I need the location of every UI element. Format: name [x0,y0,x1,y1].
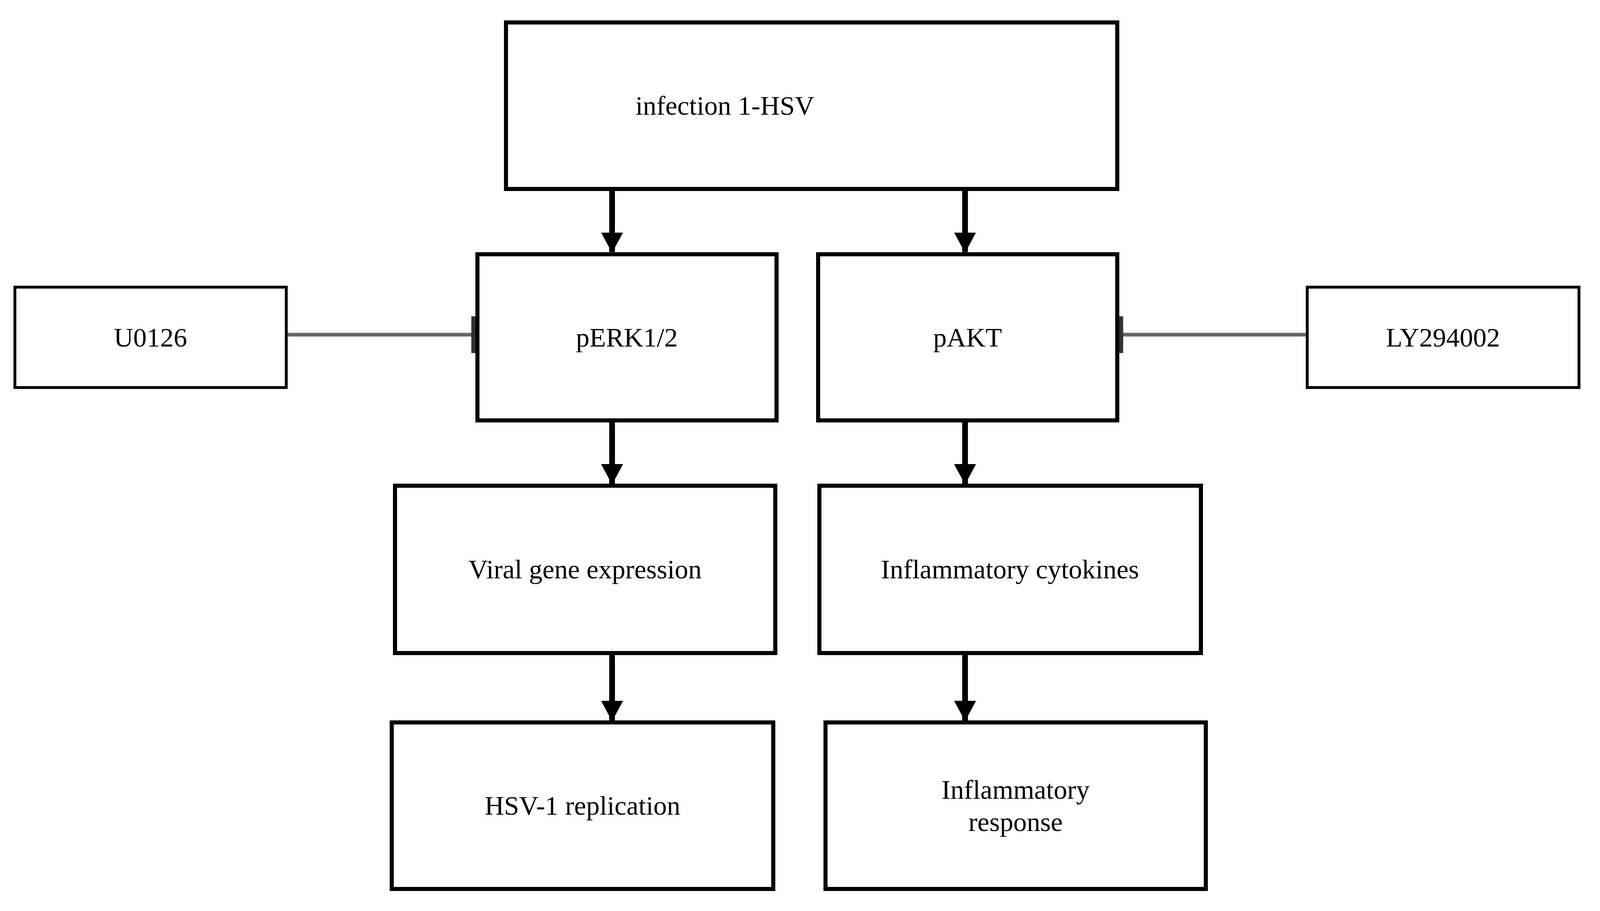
outcome-box: Inflammatory response [823,720,1209,891]
node-label: Inflammatory cytokines [880,552,1139,586]
outcome-box: HSV-1 replication [389,720,776,891]
inhibitor-box: LY294002 [1305,285,1581,389]
kinase-box: pAKT [816,252,1120,423]
inhibitor-box: U0126 [13,285,289,389]
inhibition-line [1119,332,1307,337]
node-label: infection 1-HSV [635,89,815,122]
arrow [962,190,968,253]
node-label: pAKT [933,321,1003,354]
arrow [609,654,615,721]
node-label: pERK1/2 [576,321,678,354]
kinase-box: pERK1/2 [475,252,779,423]
infection-box: infection 1-HSV [503,20,1120,191]
node-label: U0126 [113,321,188,354]
arrow [962,654,968,721]
node-label: HSV-1 replication [484,789,681,822]
arrow [609,190,615,253]
arrow [962,422,968,484]
node-label: Viral gene expression [468,552,702,586]
node-label: Inflammatory response [908,773,1123,838]
process-box: Inflammatory cytokines [817,483,1203,655]
arrow [609,422,615,484]
inhibition-line [287,332,476,337]
process-box: Viral gene expression [392,483,778,655]
node-label: LY294002 [1386,321,1501,354]
